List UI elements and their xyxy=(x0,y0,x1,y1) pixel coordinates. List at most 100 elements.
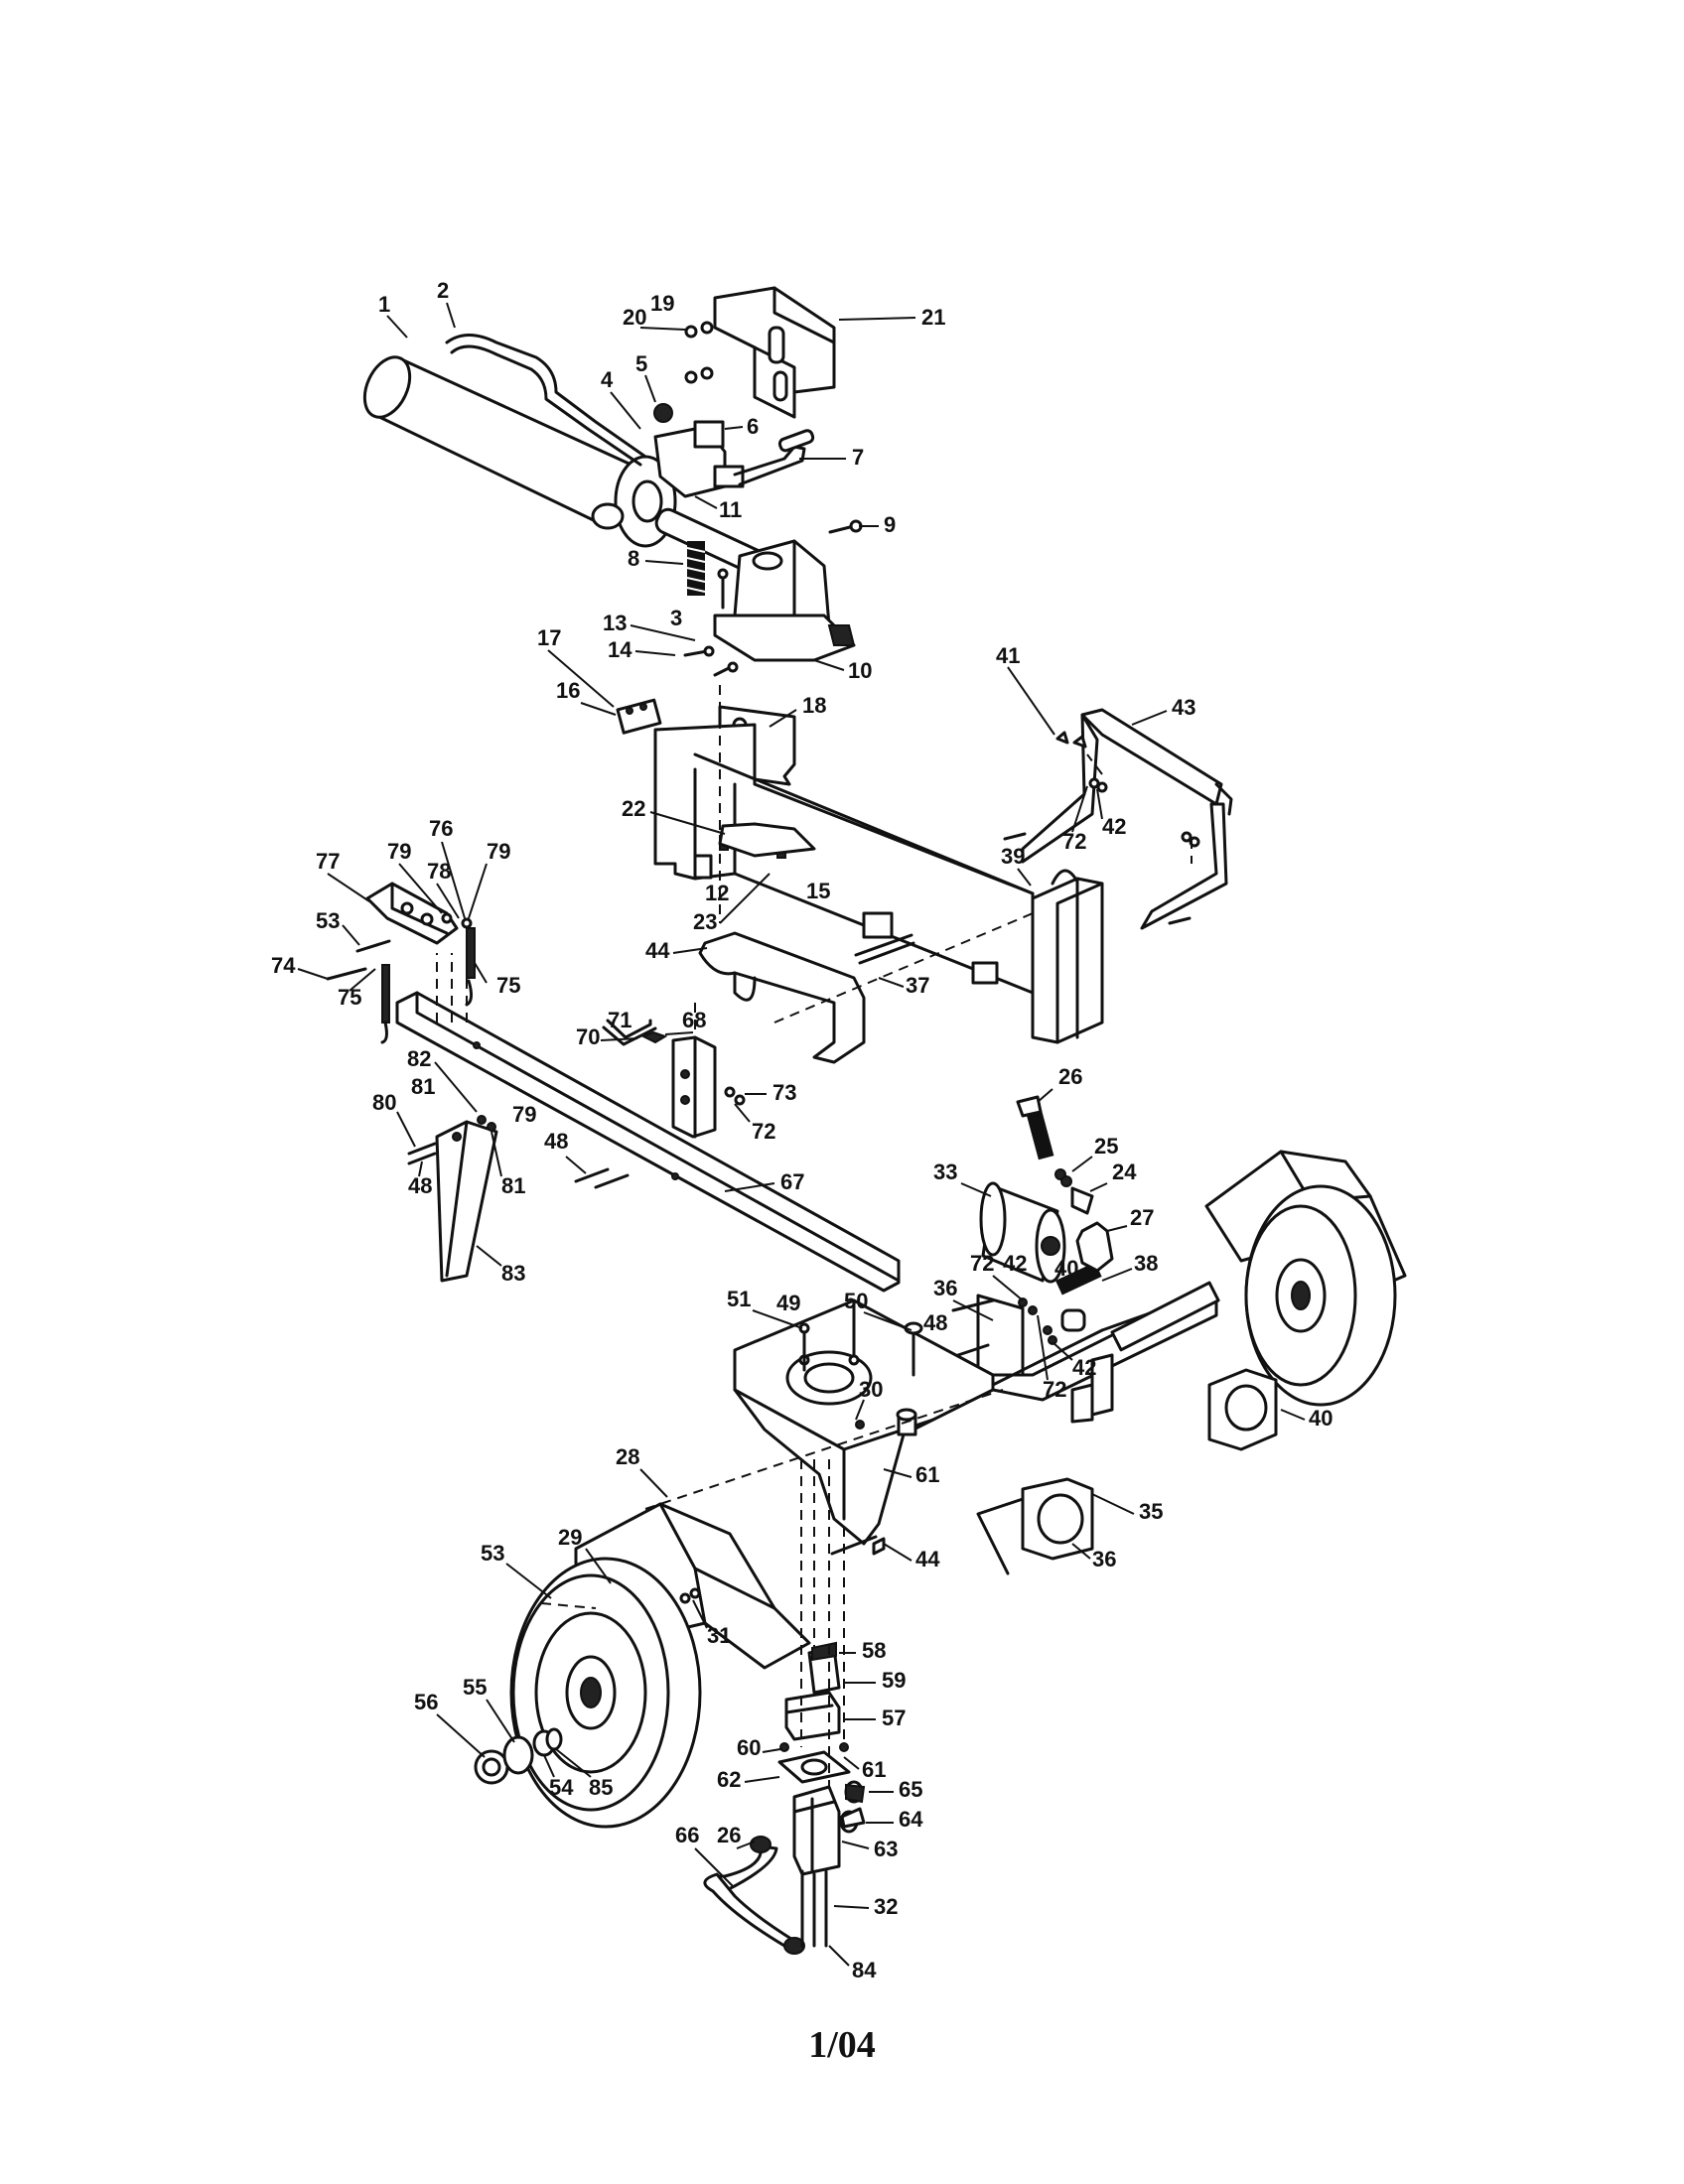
callout-81: 81 xyxy=(411,1074,435,1099)
bracket-assembly xyxy=(671,1035,746,1139)
callout-1: 1 xyxy=(378,292,390,317)
callout-40: 40 xyxy=(1309,1406,1333,1431)
callout-51: 51 xyxy=(727,1287,751,1311)
callout-79c: 79 xyxy=(512,1102,536,1127)
callout-80: 80 xyxy=(372,1090,396,1115)
callout-9: 9 xyxy=(884,512,896,537)
callout-27: 27 xyxy=(1130,1205,1154,1230)
jack-stand xyxy=(435,1115,498,1283)
callout-48: 53 xyxy=(316,908,340,933)
callout-20: 20 xyxy=(623,305,646,330)
callout-33: 33 xyxy=(933,1160,957,1184)
callout-56: 56 xyxy=(414,1690,438,1714)
callout-58: 58 xyxy=(862,1638,886,1663)
callout-42: 42 xyxy=(1102,814,1126,839)
callout-36: 36 xyxy=(1092,1547,1116,1571)
valve-handle xyxy=(733,445,806,486)
callout-43: 43 xyxy=(1172,695,1195,720)
callout-8: 8 xyxy=(628,546,639,571)
hitch-coupler xyxy=(365,882,459,945)
callout-72b: 72 xyxy=(752,1119,775,1144)
callout-46: 38 xyxy=(1134,1251,1158,1276)
callout-19: 19 xyxy=(650,291,674,316)
callout-73: 73 xyxy=(772,1080,796,1105)
callout-83: 83 xyxy=(501,1261,525,1286)
callout-54: 54 xyxy=(549,1775,574,1800)
callout-84: 85 xyxy=(589,1775,613,1800)
callout-29: 29 xyxy=(558,1525,582,1550)
callout-17: 17 xyxy=(537,625,561,650)
callout-24: 24 xyxy=(1112,1160,1137,1184)
tail-light-right xyxy=(1207,1368,1278,1451)
callout-65: 64 xyxy=(899,1807,923,1832)
callout-79: 79 xyxy=(387,839,411,864)
page-footer-date: 1/04 xyxy=(808,2024,876,2066)
callout-57: 57 xyxy=(882,1706,906,1730)
callout-70: 70 xyxy=(576,1024,600,1049)
callout-48c: 48 xyxy=(544,1129,568,1154)
callout-49: 49 xyxy=(776,1291,800,1315)
left-wheel xyxy=(509,1557,702,1829)
callout-3: 3 xyxy=(670,606,682,630)
axle-frame xyxy=(733,1281,1220,1546)
callout-74: 74 xyxy=(271,953,296,978)
callout-76: 75 xyxy=(496,973,520,998)
callout-22: 22 xyxy=(622,796,645,821)
callout-26b: 26 xyxy=(717,1823,741,1847)
callout-39: 39 xyxy=(1001,844,1025,869)
callout-37: 37 xyxy=(906,973,929,998)
callout-5: 5 xyxy=(635,351,647,376)
callout-10: 10 xyxy=(848,658,872,683)
callout-18: 18 xyxy=(802,693,826,718)
callout-85: 84 xyxy=(852,1958,877,1982)
callout-28: 28 xyxy=(616,1444,639,1469)
callout-6: 6 xyxy=(747,414,759,439)
callout-60: 60 xyxy=(737,1735,761,1760)
callout-21: 21 xyxy=(921,305,945,330)
callout-2: 2 xyxy=(437,278,449,303)
callout-61b: 61 xyxy=(862,1757,886,1782)
callout-41: 41 xyxy=(996,643,1020,668)
callout-67: 67 xyxy=(780,1169,804,1194)
callout-13: 13 xyxy=(603,611,627,635)
callout-35: 35 xyxy=(1139,1499,1163,1524)
callout-11: 11 xyxy=(719,497,742,522)
callout-14: 14 xyxy=(608,637,632,662)
callout-48b: 48 xyxy=(408,1173,432,1198)
callout-53: 53 xyxy=(481,1541,504,1566)
callout-78: 77 xyxy=(316,849,340,874)
callout-82: 82 xyxy=(407,1046,431,1071)
control-valve xyxy=(653,403,745,498)
callout-42c: 42 xyxy=(1072,1355,1096,1380)
callout-26: 26 xyxy=(1058,1064,1082,1089)
callout-66: 65 xyxy=(899,1777,922,1802)
suction-hose xyxy=(713,1844,778,1893)
tongue-tube xyxy=(395,991,901,1293)
callout-45: 44 xyxy=(915,1547,940,1571)
callout-25: 25 xyxy=(1094,1134,1118,1159)
callout-30: 30 xyxy=(859,1377,883,1402)
hydraulic-tube xyxy=(445,334,647,459)
return-spring xyxy=(686,541,706,596)
callout-16: 16 xyxy=(556,678,580,703)
callout-59: 59 xyxy=(882,1668,906,1693)
callout-75: 76 xyxy=(429,816,453,841)
callout-42b: 42 xyxy=(1003,1251,1027,1276)
callout-38: 36 xyxy=(933,1276,957,1300)
callout-64: 63 xyxy=(874,1837,898,1861)
callout-71: 71 xyxy=(608,1008,632,1032)
assembly-lines xyxy=(436,685,1193,1787)
callout-68: 68 xyxy=(682,1008,706,1032)
callout-75b: 75 xyxy=(338,985,361,1010)
callout-48d: 48 xyxy=(923,1310,947,1335)
callout-4: 4 xyxy=(601,367,614,392)
oil-filter xyxy=(979,1181,1066,1284)
callout-61: 61 xyxy=(915,1462,939,1487)
callout-labels: 1 2 19 20 21 5 4 6 7 11 9 8 3 13 14 10 1… xyxy=(271,278,1333,1982)
callout-77: 78 xyxy=(427,859,451,884)
callout-81b: 81 xyxy=(501,1173,525,1198)
callout-23: 23 xyxy=(693,909,717,934)
main-beam xyxy=(653,723,1104,1044)
callout-79b: 79 xyxy=(487,839,510,864)
right-wheel xyxy=(1244,1184,1397,1407)
